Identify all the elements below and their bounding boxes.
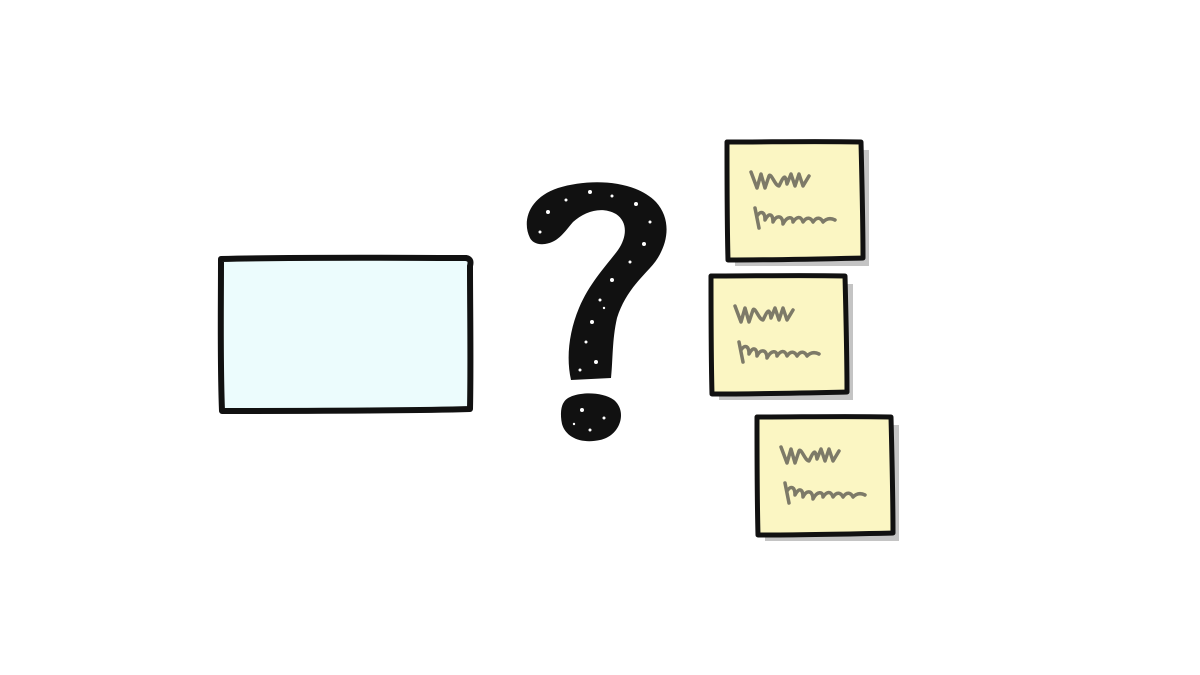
- sticky-note-scribble: [779, 445, 841, 465]
- sticky-note-icon: [724, 139, 869, 266]
- blank-rectangle: [217, 254, 474, 414]
- question-mark-hook: [526, 182, 667, 380]
- blank-rectangle-fill: [221, 258, 470, 411]
- question-mark-dot: [560, 393, 622, 442]
- sticky-note-icon: [708, 273, 853, 400]
- sticky-note-scribble: [733, 304, 795, 324]
- blank-rectangle-outline: [217, 254, 474, 414]
- question-mark-speckles: [538, 190, 652, 432]
- question-mark-icon: [526, 182, 667, 442]
- sticky-note-scribble: [749, 170, 811, 190]
- sticky-note-icon: [754, 414, 899, 541]
